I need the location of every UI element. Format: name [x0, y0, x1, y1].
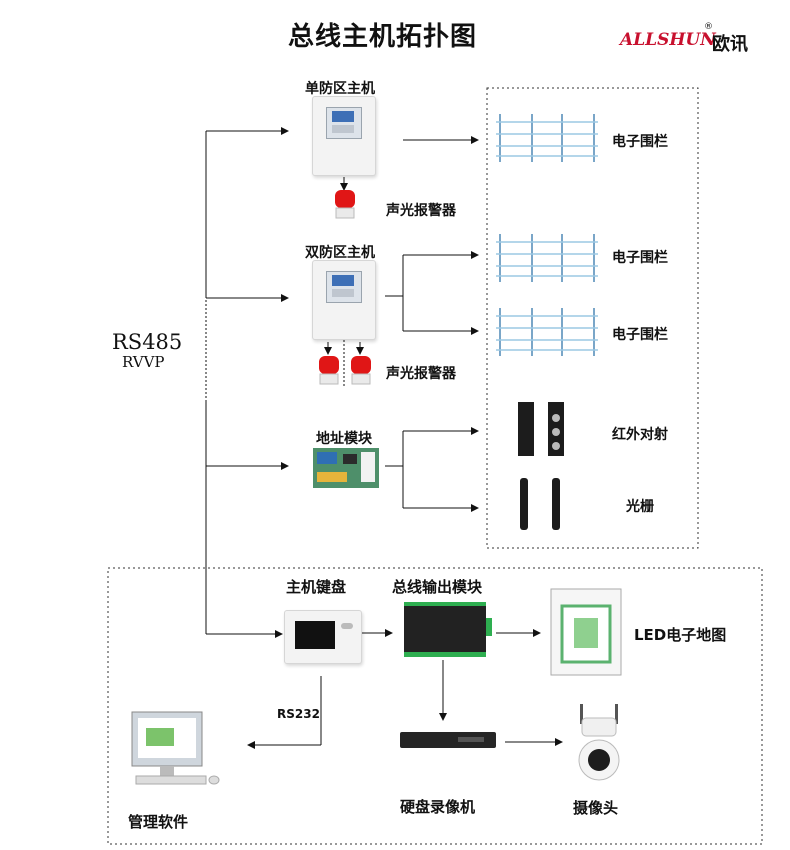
dual-host-label: 双防区主机 — [305, 245, 375, 261]
address-module-label: 地址模块 — [316, 431, 372, 447]
camera-icon — [578, 704, 620, 781]
nvr-label: 硬盘录像机 — [400, 798, 476, 816]
dual-host-device — [312, 260, 376, 340]
computer-icon — [131, 711, 220, 785]
infrared-beam-icon — [518, 402, 564, 456]
led-map-icon — [550, 588, 622, 676]
bus-output-module-label: 总线输出模块 — [392, 578, 483, 596]
electric-fence-icon — [496, 308, 598, 356]
brand-logo: ALLSHUN ® 欧讯 — [620, 22, 760, 58]
nvr-icon — [400, 732, 496, 748]
logo-reg-mark: ® — [704, 22, 713, 32]
infrared-label: 红外对射 — [612, 427, 668, 443]
rs232-label: RS232 — [277, 707, 320, 721]
single-host-device — [312, 96, 376, 176]
page-title: 总线主机拓扑图 — [288, 22, 478, 52]
led-map-label: LED电子地图 — [634, 626, 727, 644]
alarm-label-1: 声光报警器 — [386, 203, 456, 219]
alarm-siren-icon — [351, 356, 371, 385]
alarm-siren-icon — [319, 356, 339, 385]
management-software-label: 管理软件 — [128, 813, 189, 831]
electric-fence-icon — [496, 234, 598, 282]
light-curtain-label: 光栅 — [626, 499, 654, 515]
alarm-siren-icon — [335, 190, 355, 219]
fence-label-3: 电子围栏 — [612, 327, 668, 343]
bus-cable-label: RVVP — [122, 353, 165, 371]
light-curtain-icon — [520, 478, 560, 530]
bus-output-module-icon — [404, 602, 492, 657]
host-keyboard-label: 主机键盘 — [286, 578, 347, 596]
camera-label: 摄像头 — [573, 799, 619, 817]
logo-text-en: ALLSHUN — [620, 30, 716, 50]
field-device-box — [486, 87, 699, 549]
fence-label-1: 电子围栏 — [612, 134, 668, 150]
logo-text-cn: 欧讯 — [712, 34, 748, 55]
control-room-box — [107, 567, 763, 845]
fence-label-2: 电子围栏 — [612, 250, 668, 266]
circuit-board-icon — [313, 448, 379, 488]
electric-fence-icon — [496, 114, 598, 162]
bus-label: RS485 — [112, 330, 183, 354]
alarm-label-2: 声光报警器 — [386, 366, 456, 382]
host-keyboard-device — [284, 610, 362, 664]
single-host-label: 单防区主机 — [305, 81, 375, 97]
